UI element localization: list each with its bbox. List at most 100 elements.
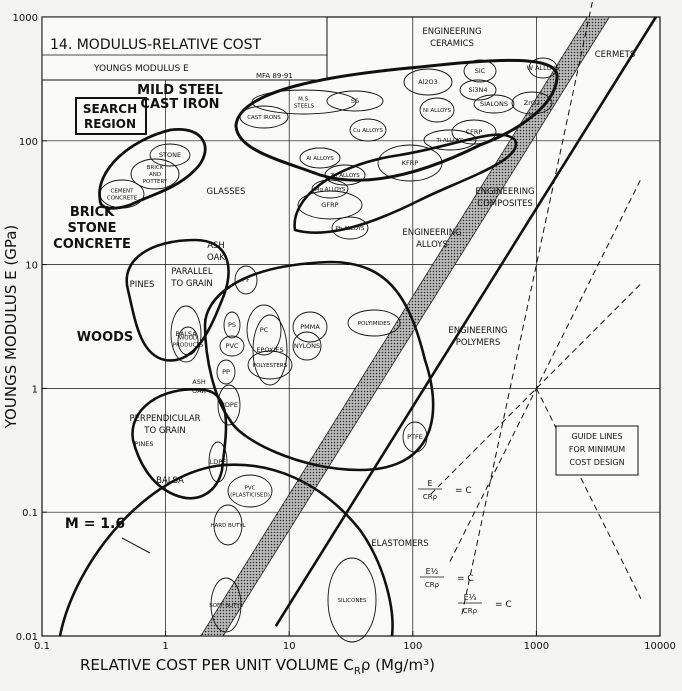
material-sialons-bubble bbox=[473, 94, 515, 114]
annotation-perpendicular-to-grain: PERPENDICULAR bbox=[129, 414, 200, 424]
material-pb-alloys-bubble bbox=[331, 216, 369, 240]
guide-note-text: FOR MINIMUM bbox=[569, 445, 625, 454]
material-stone-bubble bbox=[149, 143, 191, 167]
material-nylons-bubble bbox=[292, 331, 322, 361]
annotation-pines: PINES bbox=[130, 280, 155, 290]
material-cast-irons-bubble bbox=[239, 105, 289, 129]
material-pvc-bubble bbox=[219, 335, 245, 357]
chart-subtitle: YOUNGS MODULUS E bbox=[93, 64, 189, 74]
material-m-s-steels-bubble bbox=[251, 89, 357, 115]
guide-line-slope3 bbox=[461, 0, 594, 615]
material-mg-alloys-bubble bbox=[311, 179, 349, 199]
material-soft-butyl-bubble bbox=[210, 577, 242, 633]
material-mg-alloys-label: Mg ALLOYS bbox=[315, 187, 346, 193]
material-ps-label: PS bbox=[228, 321, 236, 329]
material-pmma-label: PMMA bbox=[300, 323, 320, 331]
material-cu-alloys-bubble bbox=[349, 118, 387, 142]
material-epoxies-label: EPOXIES bbox=[256, 346, 283, 354]
selection-line bbox=[274, 16, 657, 627]
region-label-stone: STONE bbox=[67, 221, 116, 236]
material-pp-bubble bbox=[216, 359, 236, 385]
material-m-s-steels-label: STEELS bbox=[294, 104, 315, 110]
annotation-parallel-to-grain: TO GRAIN bbox=[170, 279, 212, 289]
material-zn-alloys-label: Zn ALLOYS bbox=[330, 173, 360, 179]
guide-equation-1-den: CRρ bbox=[423, 493, 438, 501]
annotation-balsa: BALSA bbox=[156, 476, 184, 486]
material-pb-alloys-label: Pb ALLOYS bbox=[335, 226, 365, 232]
material-sic-label: SiC bbox=[475, 67, 486, 75]
x-tick-label: 10000 bbox=[644, 641, 676, 652]
y-tick-label: 0.1 bbox=[22, 508, 38, 519]
elastomers-envelope bbox=[58, 463, 394, 637]
x-tick-label: 1 bbox=[162, 641, 168, 652]
y-tick-label: 1000 bbox=[13, 13, 38, 24]
material-pvc-plasticised-label: PVC bbox=[245, 486, 256, 492]
guide-line-slope2 bbox=[449, 178, 642, 562]
x-tick-label: 100 bbox=[403, 641, 422, 652]
annotation-oak-perp: OAK bbox=[192, 387, 206, 395]
material-zn-alloys-bubble bbox=[324, 164, 366, 186]
guide-equation-1-rhs: = C bbox=[455, 486, 472, 496]
material-soft-butyl-label: SOFT BUTYL bbox=[209, 603, 244, 609]
material-brick-and-pottery-label: BRICK bbox=[147, 165, 164, 171]
material-pf-bubble bbox=[234, 265, 258, 295]
material-polyimides-bubble bbox=[347, 309, 401, 337]
material-pvc-plasticised-bubble bbox=[227, 474, 273, 508]
material-ni-alloys-label: Ni ALLOYS bbox=[423, 108, 451, 114]
annotation-engineering-composites: COMPOSITES bbox=[477, 199, 533, 209]
annotation-elastomers: ELASTOMERS bbox=[371, 539, 428, 549]
y-tick-label: 0.01 bbox=[16, 632, 38, 643]
material-cement-concrete-bubble bbox=[99, 179, 145, 209]
material-ldpe-bubble bbox=[208, 441, 228, 483]
material-ptfe-bubble bbox=[402, 421, 428, 453]
material-silicones-label: SILICONES bbox=[337, 598, 367, 604]
annotation-perpendicular-to-grain: TO GRAIN bbox=[143, 426, 185, 436]
search-region-label-2: REGION bbox=[84, 117, 136, 131]
selection-line-label: M = 1.6 bbox=[65, 516, 125, 532]
material-sialons-label: SIALONS bbox=[480, 100, 508, 108]
material-pf-label: PF bbox=[242, 276, 250, 284]
material-ps-bubble bbox=[223, 311, 241, 339]
material-m-s-steels-label: M.S. bbox=[298, 97, 310, 103]
material-silicones-bubble bbox=[327, 557, 377, 643]
material-hard-butyl-bubble bbox=[213, 504, 243, 546]
material-pc-bubble bbox=[246, 304, 282, 356]
y-tick-label: 1 bbox=[32, 384, 38, 395]
material-ss-label: SS bbox=[351, 97, 359, 105]
material-sic-bubble bbox=[463, 59, 497, 83]
material-cfrp-bubble bbox=[451, 119, 497, 145]
material-si3n4-label: Si3N4 bbox=[468, 86, 487, 94]
chart-title: 14. MODULUS-RELATIVE COST bbox=[50, 37, 262, 53]
material-w-alloys-bubble bbox=[528, 57, 558, 79]
title-block bbox=[41, 16, 328, 81]
material-cu-alloys-label: Cu ALLOYS bbox=[353, 128, 383, 134]
x-axis-label: RELATIVE COST PER UNIT VOLUME CRρ (Mg/m³… bbox=[80, 656, 435, 677]
guide-equation-2-rhs: = C bbox=[457, 574, 474, 584]
material-wood-products-label: WOOD bbox=[179, 336, 197, 342]
material-cfrp-label: CFRP bbox=[466, 128, 483, 136]
guide-equation-3-rhs: = C bbox=[495, 600, 512, 610]
material-w-alloys-label: W ALLOYS bbox=[527, 64, 560, 72]
annotation-engineering-polymers: ENGINEERING bbox=[448, 326, 507, 336]
ceramics-envelope bbox=[234, 58, 559, 182]
search-region-box bbox=[75, 97, 147, 135]
annotation-parallel-to-grain: PARALLEL bbox=[171, 267, 213, 277]
material-wood-products-label: PRODUCTS bbox=[173, 343, 204, 349]
material-hdpe-bubble bbox=[217, 384, 241, 426]
guide-equation-2-den: CRρ bbox=[425, 581, 440, 589]
annotation-engineering-ceramics: CERAMICS bbox=[430, 39, 474, 49]
material-ptfe-label: PTFE bbox=[407, 433, 423, 441]
region-label-concrete: CONCRETE bbox=[53, 237, 131, 252]
material-ldpe-label: LDPE bbox=[210, 458, 227, 466]
material-hard-butyl-label: HARD BUTYL bbox=[210, 523, 246, 529]
x-tick-label: 0.1 bbox=[34, 641, 50, 652]
material-zro2-bubble bbox=[511, 91, 553, 115]
material-stone-label: STONE bbox=[159, 151, 181, 159]
material-ni-alloys-bubble bbox=[419, 97, 455, 123]
region-label-cast-iron: CAST IRON bbox=[140, 97, 219, 112]
guide-equation-3-den: CRρ bbox=[463, 607, 478, 615]
woods-parallel-envelope bbox=[125, 238, 230, 362]
polymers-envelope bbox=[203, 260, 435, 472]
annotation-ash-perp: ASH bbox=[192, 378, 206, 386]
